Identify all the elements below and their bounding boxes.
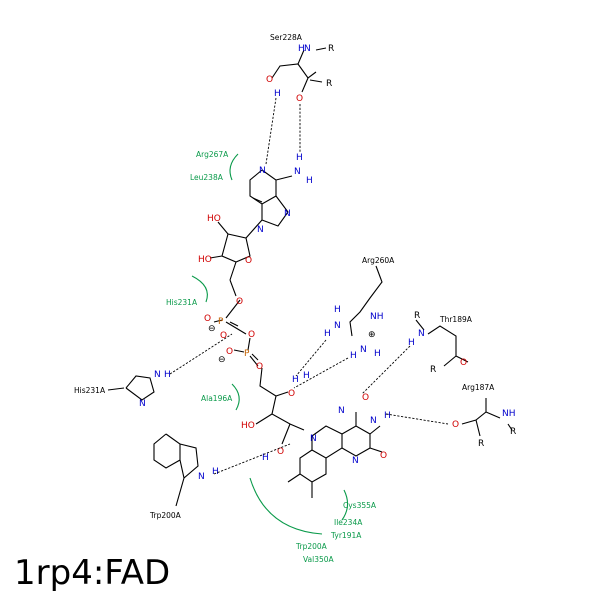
r-group: R (328, 44, 334, 54)
atom-h2: H (324, 329, 331, 339)
label-arg267: Arg267A (196, 150, 229, 159)
atom-o2pa: O (220, 331, 227, 341)
label-tyr191: Tyr191A (330, 531, 362, 540)
ligand-atoms: N N N N H H HO HO O O P O O O P O O O HO… (198, 153, 391, 466)
atom-n1-flavin: N (338, 406, 345, 416)
atom-h: H (408, 338, 415, 348)
phosphate-charge-b: ⊖ (218, 355, 226, 365)
atom-o4-ribose: O (245, 256, 252, 266)
arc-ala196 (231, 383, 240, 411)
residue-ser228: Ser228A N H R R O H O (266, 33, 334, 104)
atom-pa: P (218, 317, 224, 327)
atom-n6-amine: N (294, 167, 301, 177)
atom-o1pa: O (204, 314, 211, 324)
atom-o2-ribose: HO (207, 214, 221, 224)
label-ile234: Ile234A (334, 518, 363, 527)
atom-o5-ribose: O (236, 297, 243, 307)
label-leu238: Leu238A (190, 173, 224, 182)
atom-h3: H (350, 351, 357, 361)
atom-n7: N (284, 209, 291, 219)
atom-o1pb: O (226, 347, 233, 357)
atom-h4: H (374, 349, 381, 359)
ligand-bonds (209, 169, 383, 498)
residue-label: Thr189A (439, 315, 473, 324)
atom-n3: N (370, 416, 377, 426)
atom-og: O (266, 75, 273, 85)
atom-o3p: O (248, 330, 255, 340)
residue-his231: His231A N H N (74, 370, 171, 409)
label-cys355: Cys355A (343, 501, 377, 510)
arc-arg267-leu238 (229, 153, 239, 181)
atom-o5-ribityl: O (256, 362, 263, 372)
atom-h-o5: H (292, 375, 299, 385)
label-ala196: Ala196A (201, 394, 233, 403)
arc-trp200-val350 (249, 477, 323, 535)
atom-o4-flavin: O (380, 451, 387, 461)
label-his231: His231A (166, 298, 198, 307)
atom-h-n3: H (384, 411, 391, 421)
phosphate-charge-a: ⊖ (208, 324, 216, 334)
atom-h-o4: H (303, 371, 310, 381)
atom-nd1: N (139, 399, 146, 409)
arc-his231 (191, 275, 208, 303)
atom-o2-ribityl: O (277, 447, 284, 457)
atom-h-o2: H (262, 453, 269, 463)
residue-label: Arg187A (462, 383, 495, 392)
arc-cys355 (341, 489, 349, 521)
atom-n10: N (310, 434, 317, 444)
r-group: R (510, 427, 516, 437)
r-group-2: R (326, 79, 332, 89)
diagram-title: 1rp4:FAD (14, 553, 170, 593)
hydrogen-bonds (169, 97, 449, 475)
label-trp200: Trp200A (295, 542, 328, 551)
atom-he1: H (212, 467, 219, 477)
atom-o3-ribose: HO (198, 255, 212, 265)
atom-h: H (298, 44, 305, 54)
atom-ne: NH (370, 312, 384, 322)
residue-thr189: Thr189A R N H O R (408, 311, 473, 375)
atom-o4-ribityl: O (288, 389, 295, 399)
atom-pb: P (244, 349, 250, 359)
hydrophobic-labels: Arg267A Leu238A His231A Ala196A Cys355A … (166, 150, 377, 564)
atom-n: N (418, 329, 425, 339)
atom-h6a: H (296, 153, 303, 163)
atom-o2-flavin: O (362, 393, 369, 403)
residue-label: Ser228A (270, 33, 303, 42)
residue-trp200: Trp200A N H (149, 433, 219, 520)
atom-nh1: N (334, 321, 341, 331)
atom-o: O (296, 94, 303, 104)
atom-ne1: N (198, 472, 205, 482)
atom-n9: N (257, 225, 264, 235)
residue-label: His231A (74, 386, 106, 395)
atom-he2: H (164, 370, 171, 380)
guanidinium-charge: ⊕ (368, 330, 376, 340)
r-group: R (414, 311, 420, 321)
atom-o: O (452, 420, 459, 430)
r-group-2: R (478, 439, 484, 449)
residue-arg187: Arg187A NH R O R (452, 383, 516, 449)
atom-h1: H (334, 305, 341, 315)
r-group-2: R (430, 365, 436, 375)
atom-n1: N (259, 166, 266, 176)
atom-o: O (460, 358, 467, 368)
atom-n: N (304, 44, 311, 54)
atom-hg: H (274, 89, 281, 99)
residue-label: Arg260A (362, 256, 395, 265)
atom-ne2: N (154, 370, 161, 380)
atom-h6b: H (306, 176, 313, 186)
hydrophobic-contacts (191, 153, 349, 535)
atom-o3-ribityl: HO (241, 421, 255, 431)
residue-label: Trp200A (149, 511, 182, 520)
label-val350: Val350A (303, 555, 335, 564)
atom-nh2: N (360, 345, 367, 355)
atom-n5: N (352, 456, 359, 466)
residue-arg260: Arg260A NH H N H N H H ⊕ (324, 256, 395, 361)
atom-n: NH (502, 409, 516, 419)
